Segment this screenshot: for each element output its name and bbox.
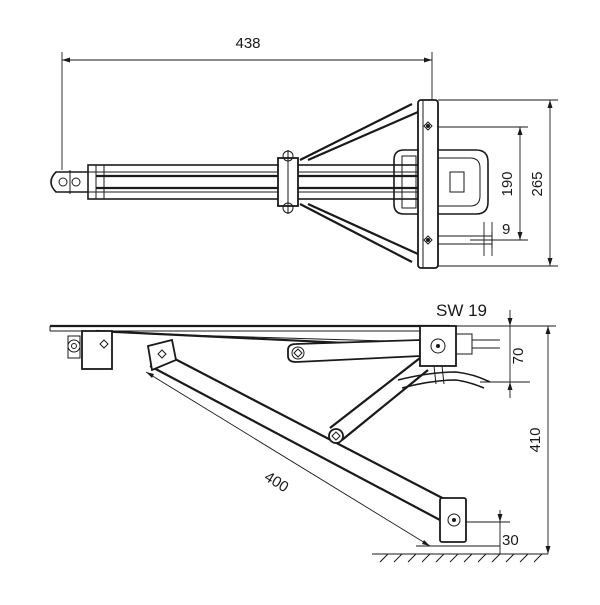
dimension-438: 438 xyxy=(61,35,433,170)
dim-arm-label: 400 xyxy=(261,468,291,496)
dim-outer-height-label: 265 xyxy=(529,171,546,196)
top-view: 438 xyxy=(50,35,558,269)
support-braces xyxy=(299,103,419,263)
hinge-bracket xyxy=(67,330,113,370)
foot-plate xyxy=(416,497,500,547)
side-view: 400 xyxy=(49,301,556,563)
link-bar xyxy=(287,339,421,363)
ground xyxy=(372,553,548,563)
dimension-410: 410 xyxy=(527,325,556,554)
tube-tip xyxy=(50,170,88,194)
clamp-collar xyxy=(277,150,299,214)
dimension-265: 265 xyxy=(438,99,558,267)
dimension-30: 30 xyxy=(466,510,519,554)
wrench-size-label: SW 19 xyxy=(436,301,487,320)
dim-height-label: 410 xyxy=(527,427,544,452)
dim-foot-label: 30 xyxy=(502,532,519,549)
dim-length-label: 438 xyxy=(235,35,260,52)
dim-inner-height-label: 190 xyxy=(499,171,516,196)
dim-clamp-label: 70 xyxy=(510,348,527,365)
spindle-head xyxy=(419,325,500,367)
dim-small-label: 9 xyxy=(502,221,510,238)
dimension-9: 9 xyxy=(483,221,510,256)
mounting-plate xyxy=(417,99,439,269)
crank-handle xyxy=(397,365,491,389)
strut xyxy=(328,357,429,444)
dimension-70: 70 xyxy=(456,310,530,398)
clamp-body xyxy=(393,149,489,215)
dimension-190: 190 xyxy=(438,126,528,241)
main-tube xyxy=(87,164,424,200)
